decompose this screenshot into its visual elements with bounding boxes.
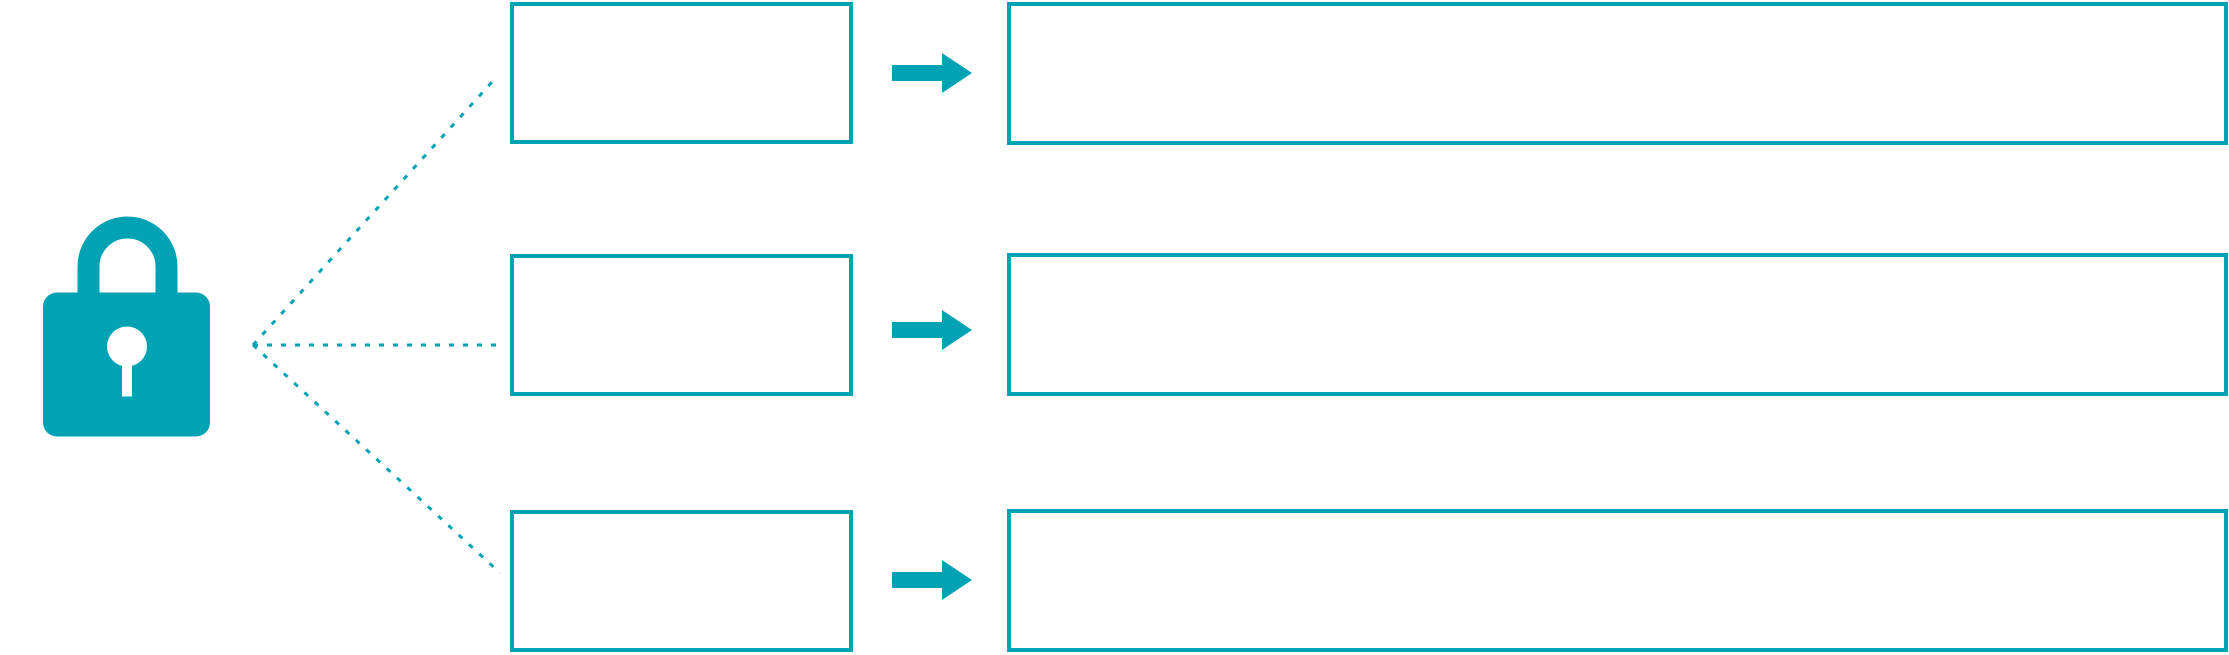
category-box-1 — [510, 2, 853, 144]
detail-box-2 — [1007, 253, 2228, 396]
connector-line-top — [251, 80, 494, 347]
right-arrow-shape — [892, 310, 972, 350]
lock-shackle — [77, 216, 178, 312]
right-arrow-icon — [892, 310, 972, 350]
right-arrow-shape — [892, 560, 972, 600]
connector-line-bottom — [251, 343, 502, 575]
category-box-2 — [510, 254, 853, 396]
right-arrow-icon — [892, 560, 972, 600]
category-box-3 — [510, 510, 853, 652]
keyhole-stem — [122, 351, 132, 397]
lock-icon — [43, 216, 210, 437]
detail-box-3 — [1007, 509, 2228, 652]
right-arrow-icon — [892, 53, 972, 93]
keyhole-circle — [107, 326, 147, 367]
detail-box-1 — [1007, 2, 2228, 145]
right-arrow-shape — [892, 53, 972, 93]
